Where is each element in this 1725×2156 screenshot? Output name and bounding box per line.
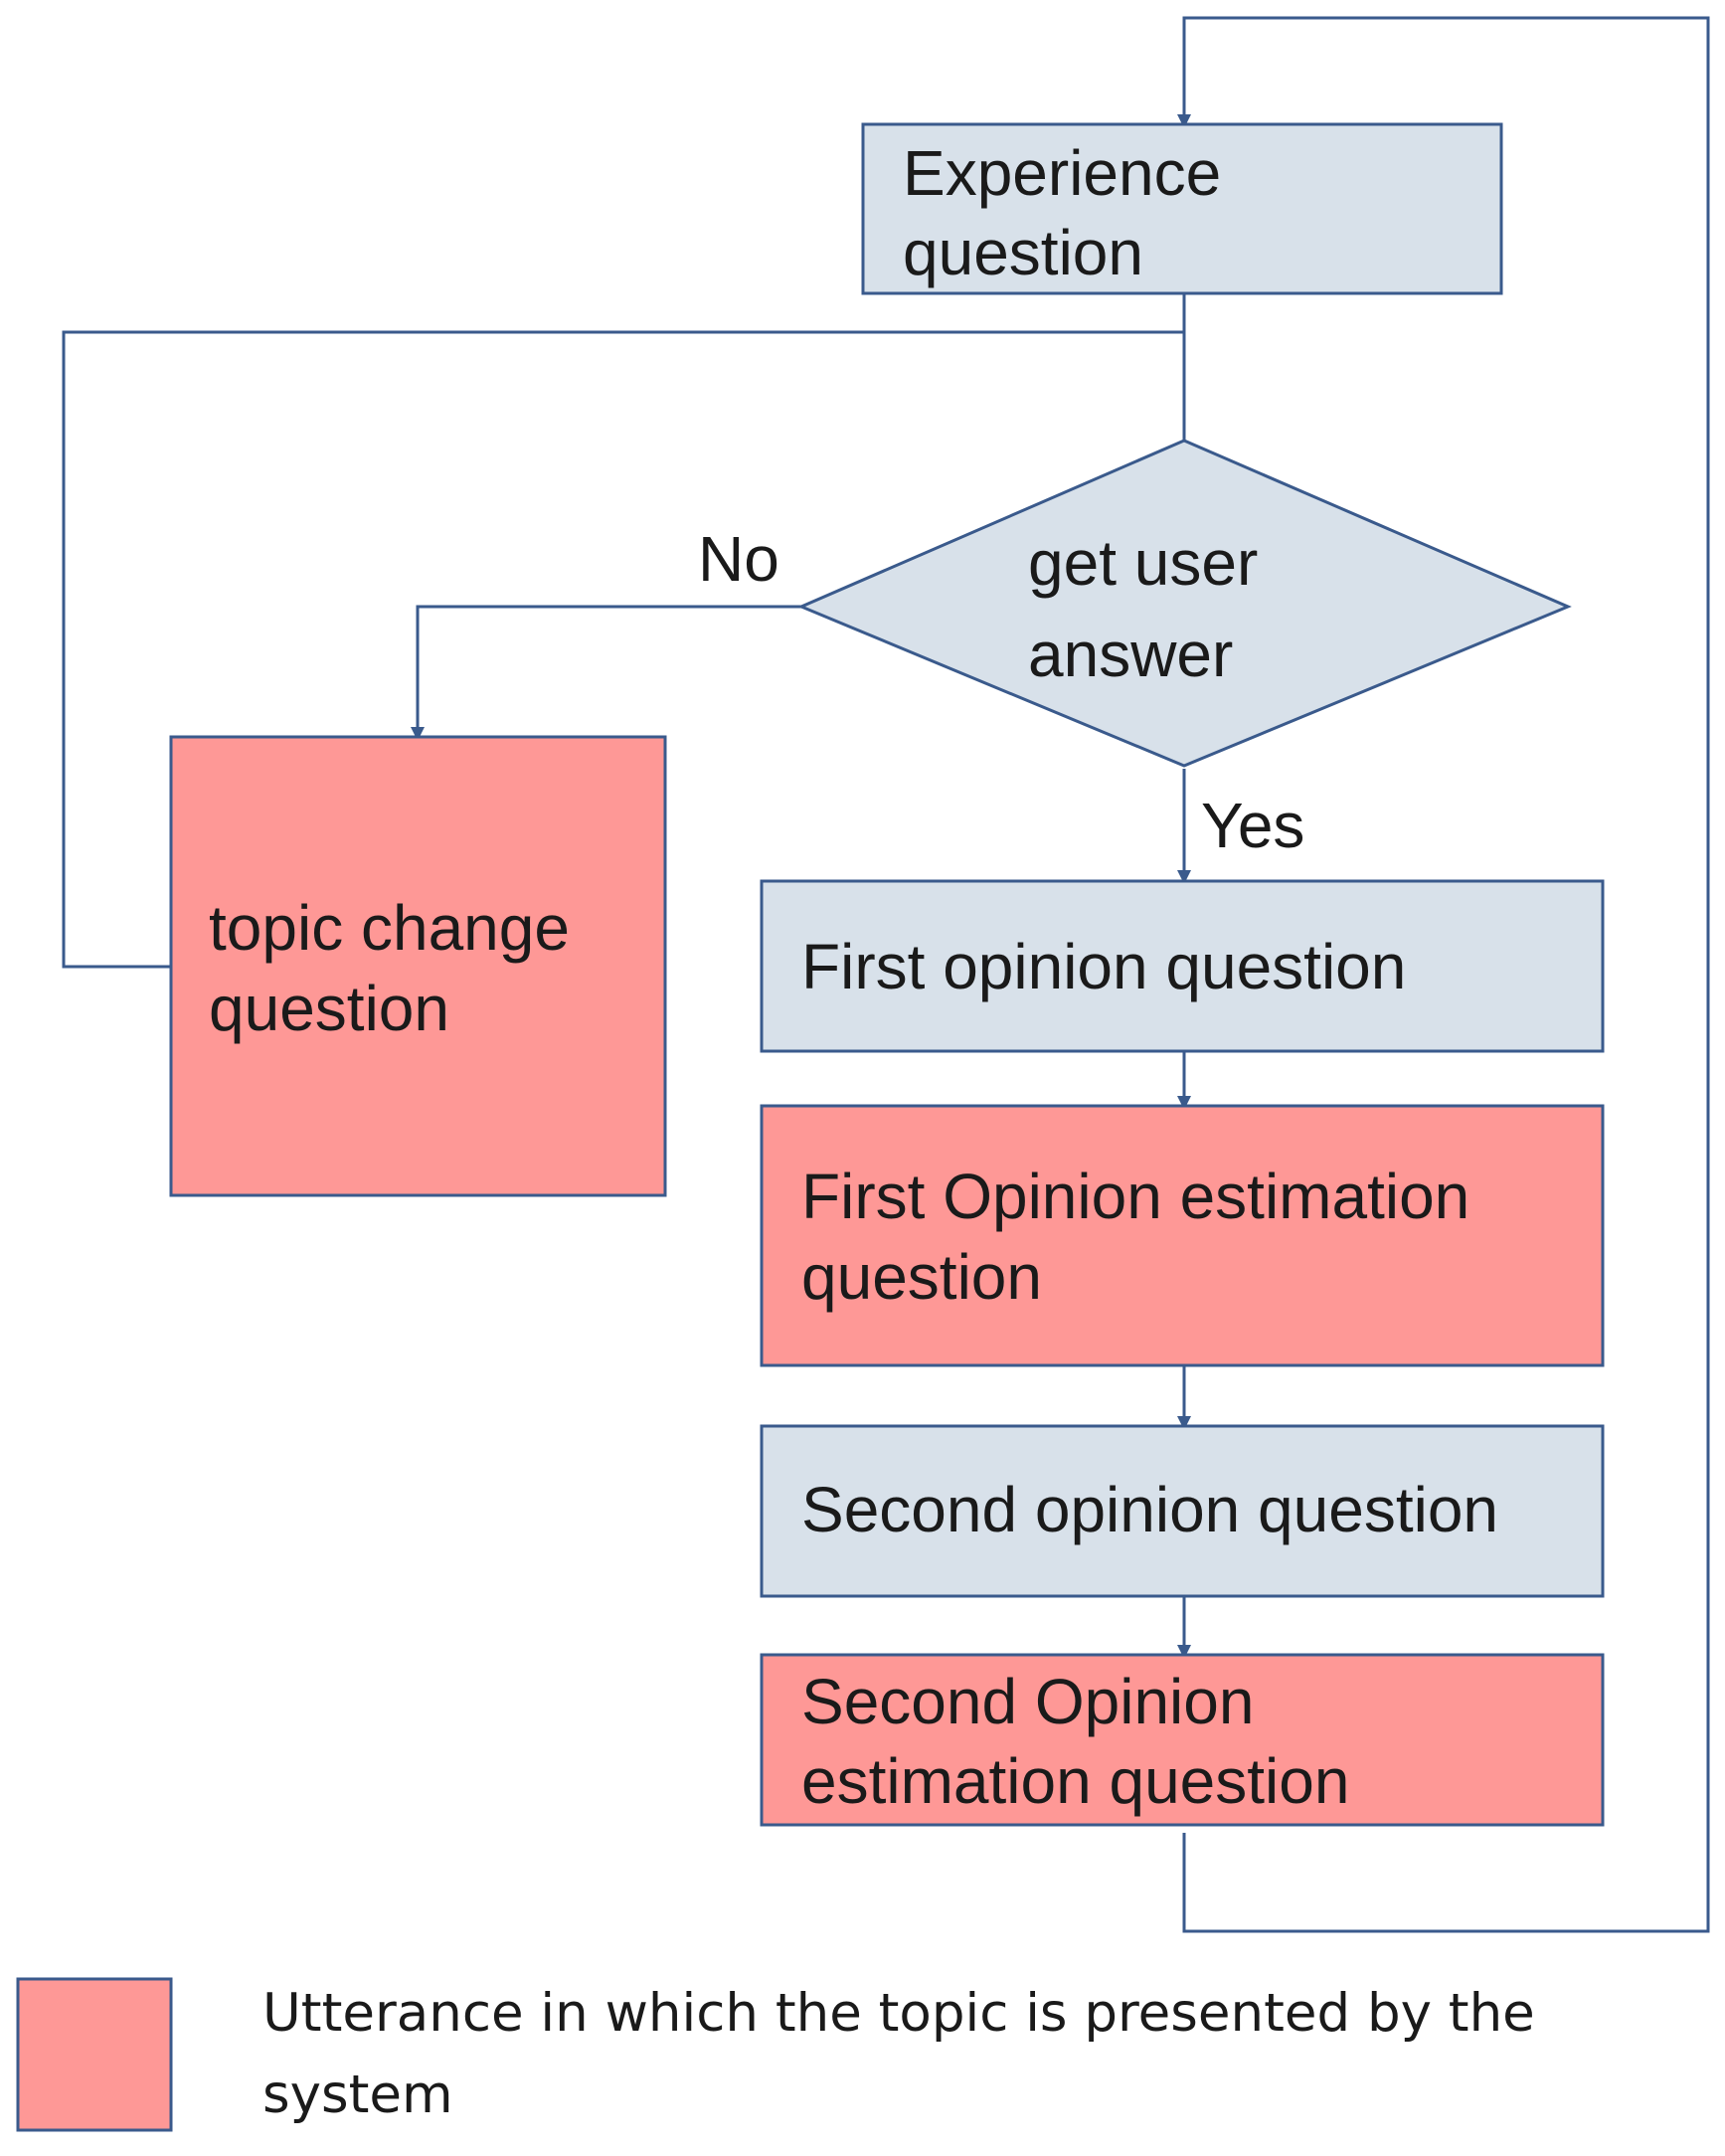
experience-question-label-line1: Experience — [903, 137, 1221, 209]
second-opinion-question-node: Second opinion question — [760, 1424, 1605, 1598]
no-edge — [411, 605, 801, 741]
decision-label-line1: get user — [1028, 527, 1258, 599]
second-estimation-label-line1: Second Opinion — [801, 1666, 1254, 1737]
experience-question-node: Experience question — [861, 122, 1503, 295]
second-opinion-estimation-question-node: Second Opinion estimation question — [760, 1653, 1605, 1827]
legend-label-line1: Utterance in which the topic is presente… — [262, 1983, 1535, 2044]
first-estimation-label-line2: question — [801, 1241, 1042, 1313]
decision-label-line2: answer — [1028, 619, 1233, 690]
yes-label: Yes — [1201, 790, 1304, 861]
get-user-answer-decision: get user answer — [797, 439, 1572, 768]
topic-change-question-node: topic change question — [169, 735, 667, 1197]
first-opinion-estimation-question-node: First Opinion estimation question — [760, 1104, 1605, 1367]
topic-change-label-line2: question — [209, 973, 449, 1044]
second-opinion-label: Second opinion question — [801, 1474, 1498, 1545]
legend: Utterance in which the topic is presente… — [16, 1977, 1535, 2132]
legend-label-line2: system — [262, 2065, 453, 2125]
topic-change-label-line1: topic change — [209, 892, 570, 964]
experience-question-label-line2: question — [903, 217, 1143, 288]
no-label: No — [698, 523, 779, 595]
first-opinion-label: First opinion question — [801, 931, 1406, 1002]
first-estimation-label-line1: First Opinion estimation — [801, 1161, 1469, 1232]
first-opinion-question-node: First opinion question — [760, 879, 1605, 1053]
loop-back-edge — [1177, 16, 1710, 1933]
legend-swatch — [16, 1977, 173, 2132]
second-estimation-label-line2: estimation question — [801, 1745, 1349, 1817]
topic-change-return-edge — [62, 330, 1184, 969]
